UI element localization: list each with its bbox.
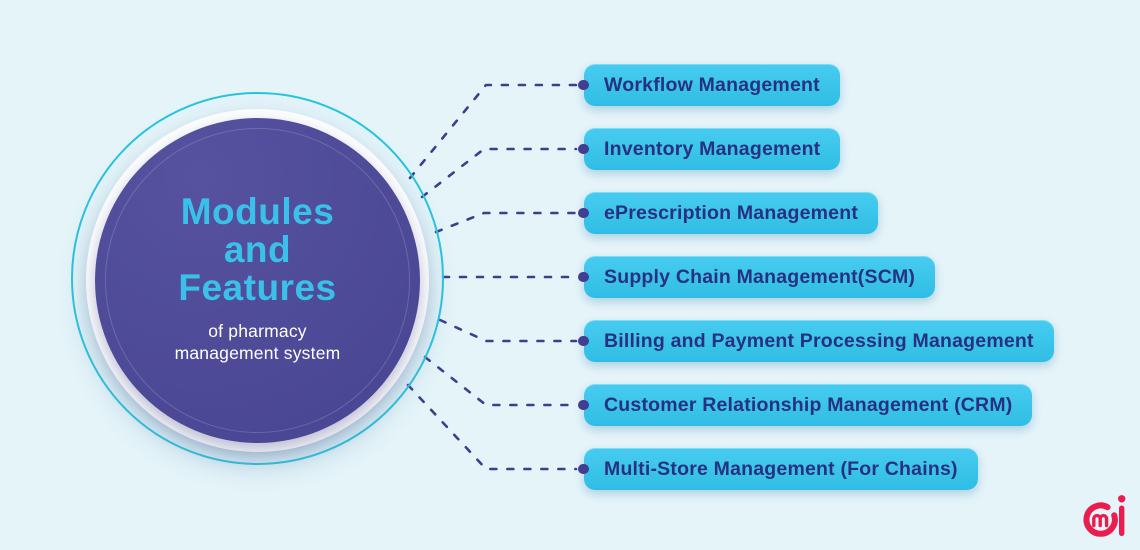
module-row: Multi-Store Management (For Chains) (578, 448, 978, 490)
module-pill: Workflow Management (584, 64, 840, 106)
module-pill: ePrescription Management (584, 192, 879, 234)
connector-line (438, 318, 578, 343)
hub-title: Modules and Features (175, 193, 341, 307)
connector-line (408, 83, 578, 180)
connector-line (406, 383, 578, 471)
connector-line (434, 211, 578, 234)
module-row: Customer Relationship Management (CRM) (578, 384, 1033, 426)
hub-subtitle: of pharmacy management system (175, 320, 341, 364)
hub-subtitle-line: management system (174, 343, 341, 363)
hub-title-line: Modules (180, 191, 335, 232)
hub-outer-ring (71, 92, 444, 465)
connector-dot (578, 399, 589, 411)
hub-inner-ring (105, 128, 410, 433)
connector-line (423, 355, 578, 407)
mi-brand-logo-icon (1083, 495, 1126, 537)
module-row: ePrescription Management (578, 192, 879, 234)
connector-dot (578, 207, 589, 219)
connector-dot (578, 335, 589, 347)
hub-disc: Modules and Features of pharmacy managem… (95, 118, 420, 443)
hub-title-line: and (223, 229, 292, 270)
connector-dot (578, 79, 589, 91)
connector-dot (578, 463, 589, 475)
module-pill: Inventory Management (584, 128, 841, 170)
module-row: Inventory Management (578, 128, 841, 170)
connector-line (420, 147, 578, 199)
module-row: Workflow Management (578, 64, 840, 106)
module-row: Billing and Payment Processing Managemen… (578, 320, 1054, 362)
module-pill: Customer Relationship Management (CRM) (584, 384, 1033, 426)
module-row: Supply Chain Management(SCM) (578, 256, 936, 298)
module-pill: Multi-Store Management (For Chains) (584, 448, 978, 490)
connector-dot (578, 271, 589, 283)
hub-title-line: Features (178, 267, 337, 308)
module-pill: Supply Chain Management(SCM) (584, 256, 936, 298)
hub-subtitle-line: of pharmacy (208, 321, 307, 341)
module-pill: Billing and Payment Processing Managemen… (584, 320, 1054, 362)
hub-text: Modules and Features of pharmacy managem… (175, 193, 341, 364)
connector-dot (578, 143, 589, 155)
